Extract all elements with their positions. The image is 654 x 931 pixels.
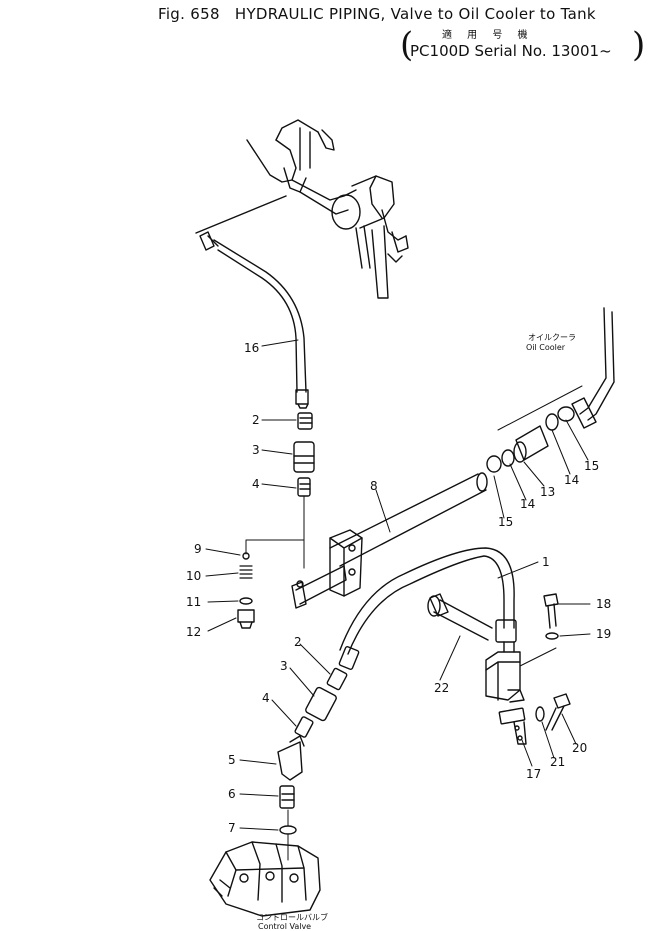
serial-applicability-note: ( 適 用 号 機 PC100D Serial No. 13001~ ) [400,25,646,65]
label-8: 8 [370,479,378,493]
items-9-to-12 [237,552,255,629]
label-21: 21 [550,755,565,769]
oil-cooler-label-en: Oil Cooler [526,343,566,352]
leader-lines [205,339,591,831]
label-17: 17 [526,767,541,781]
label-22: 22 [434,681,449,695]
label-15-lower: 15 [498,515,513,529]
label-2-lower: 2 [294,635,302,649]
label-3-lower: 3 [280,659,288,673]
label-19: 19 [596,627,611,641]
label-16: 16 [244,341,259,355]
label-9: 9 [194,542,202,556]
figure-title: Fig. 658 HYDRAULIC PIPING, Valve to Oil … [158,5,606,23]
part-number-labels: 16 2 3 4 8 9 10 11 12 1 18 19 2 3 22 4 5… [186,333,611,931]
label-14-upper: 14 [564,473,579,487]
label-4-upper: 4 [252,477,260,491]
fittings-upper-stack [293,412,315,569]
hose-22 [427,593,493,641]
clamp-bracket-assembly [485,647,557,745]
label-1: 1 [542,555,550,569]
oil-cooler-connection [486,307,615,473]
tank-piping-assembly [195,119,409,299]
label-12: 12 [186,625,201,639]
serial-number-range: PC100D Serial No. 13001~ [410,42,612,60]
hose-1 [338,547,517,670]
label-15-upper: 15 [584,459,599,473]
figure-caption: HYDRAULIC PIPING, Valve to Oil Cooler to… [234,5,596,23]
control-valve [209,833,321,917]
label-11: 11 [186,595,201,609]
figure-number: Fig. 658 [158,5,220,23]
label-6: 6 [228,787,236,801]
label-10: 10 [186,569,201,583]
label-14-lower: 14 [520,497,535,511]
label-5: 5 [228,753,236,767]
oil-cooler-label-jp: オイルクーラ [528,333,576,342]
label-4-lower: 4 [262,691,270,705]
tube-8-and-block [245,472,488,609]
bolts-and-washers [535,593,571,731]
label-13: 13 [540,485,555,499]
applicable-model-jp: 適 用 号 機 [442,30,534,41]
fittings-lower-stack [277,667,348,835]
label-7: 7 [228,821,236,835]
label-20: 20 [572,741,587,755]
control-valve-label-en: Control Valve [258,922,311,931]
label-2-upper: 2 [252,413,260,427]
label-3-upper: 3 [252,443,260,457]
hose-16 [199,231,309,409]
control-valve-label-jp: コントロールバルブ [256,912,328,922]
label-18: 18 [596,597,611,611]
